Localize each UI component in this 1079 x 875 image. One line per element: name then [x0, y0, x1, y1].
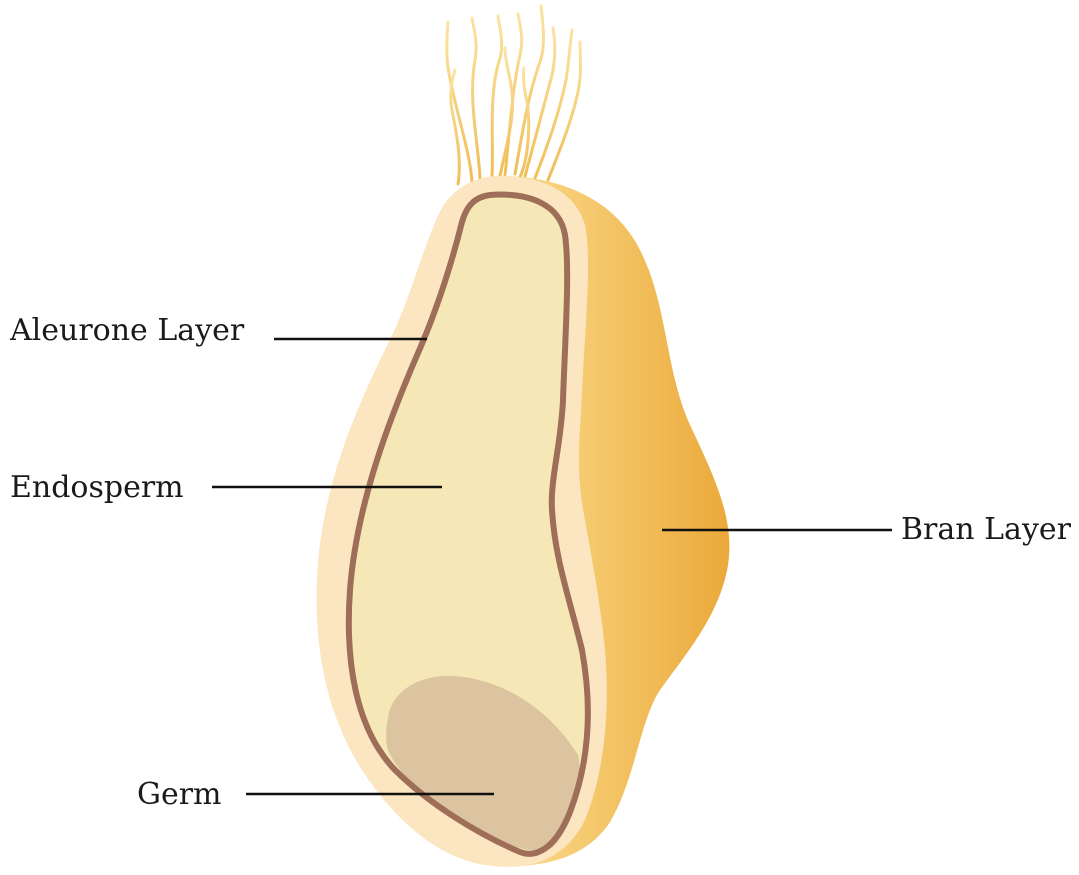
- germ-label: Germ: [137, 777, 222, 812]
- grain-hairs: [447, 6, 581, 184]
- aleurone-layer-label: Aleurone Layer: [9, 313, 245, 348]
- endosperm-label: Endosperm: [10, 470, 184, 505]
- bran-layer-label: Bran Layer: [901, 512, 1072, 547]
